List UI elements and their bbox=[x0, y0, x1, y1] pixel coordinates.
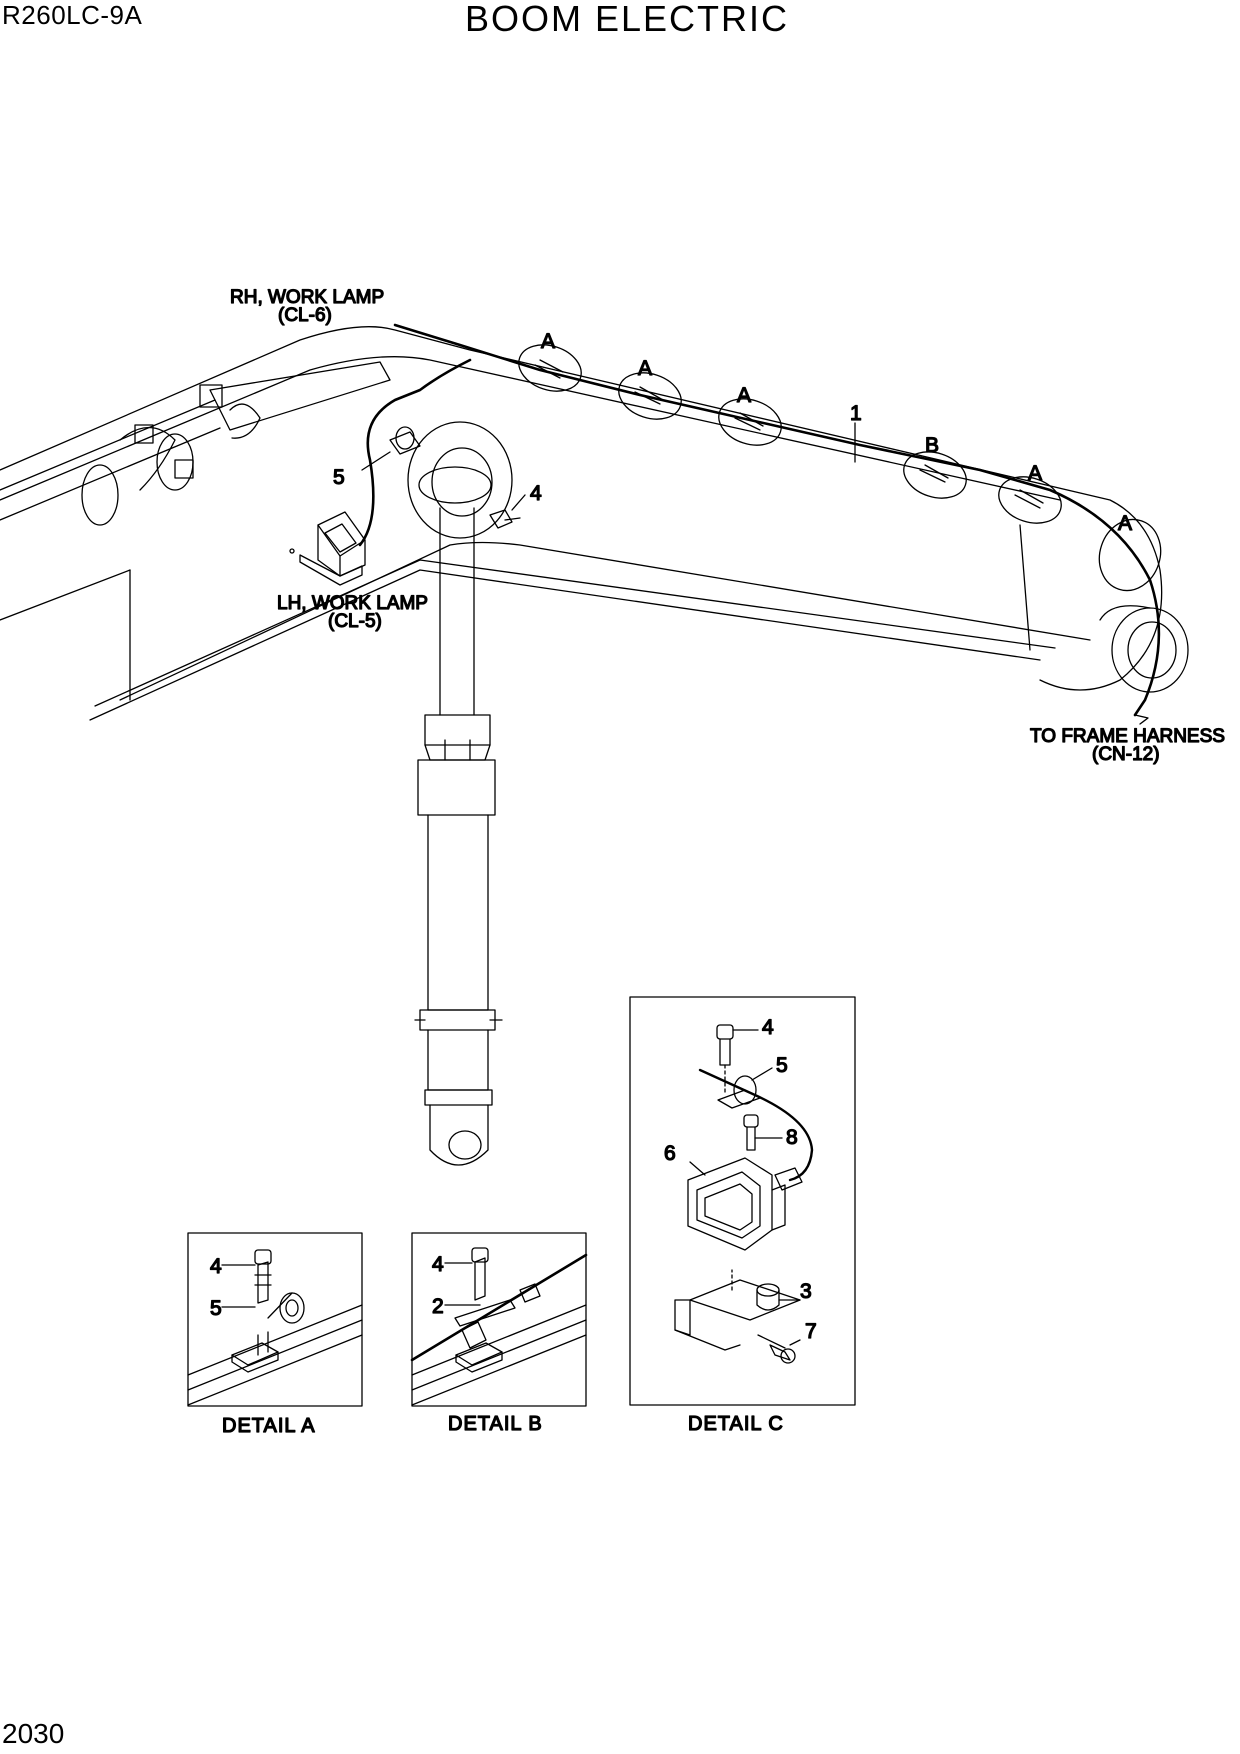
frame-harness-label: TO FRAME HARNESS bbox=[1030, 726, 1225, 747]
callout-a-5: A bbox=[1118, 512, 1132, 535]
lh-work-lamp-connector: (CL-5) bbox=[328, 611, 382, 632]
detail-c-callout-4: 4 bbox=[762, 1016, 774, 1039]
detail-c-callout-8: 8 bbox=[786, 1126, 798, 1149]
boom-cylinder bbox=[414, 466, 503, 1166]
detail-b-callout-2: 2 bbox=[432, 1295, 444, 1318]
callout-4: 4 bbox=[530, 482, 542, 505]
detail-a: 4 5 bbox=[187, 1232, 363, 1407]
lh-work-lamp bbox=[289, 511, 366, 586]
rh-work-lamp-label: RH, WORK LAMP bbox=[230, 287, 384, 308]
harness-wire bbox=[358, 323, 1161, 717]
detail-a-caption: DETAIL A bbox=[222, 1415, 316, 1437]
detail-c-callout-3: 3 bbox=[800, 1280, 812, 1303]
detail-c-callout-5: 5 bbox=[776, 1054, 788, 1077]
detail-c: 4 5 8 6 3 7 bbox=[629, 996, 856, 1406]
detail-a-callout-5: 5 bbox=[210, 1297, 222, 1320]
callout-a-4: A bbox=[1028, 462, 1042, 485]
detail-b-callout-4: 4 bbox=[432, 1253, 444, 1276]
clip-markers bbox=[518, 344, 1162, 592]
model-code: R260LC-9A bbox=[2, 0, 143, 30]
callout-5: 5 bbox=[333, 466, 345, 489]
callout-1: 1 bbox=[850, 402, 862, 425]
callout-a-3: A bbox=[737, 384, 751, 407]
boom-structure bbox=[0, 326, 1189, 721]
detail-b-caption: DETAIL B bbox=[448, 1413, 543, 1435]
frame-harness-connector: (CN-12) bbox=[1092, 744, 1160, 765]
page-number: 2030 bbox=[2, 1718, 65, 1749]
lh-work-lamp-label: LH, WORK LAMP bbox=[277, 593, 428, 614]
boom-clamp bbox=[389, 426, 521, 529]
rh-work-lamp-connector: (CL-6) bbox=[278, 305, 332, 326]
detail-c-caption: DETAIL C bbox=[688, 1413, 784, 1435]
page-title: BOOM ELECTRIC bbox=[465, 0, 790, 39]
callout-b: B bbox=[925, 434, 939, 457]
leader-lines bbox=[361, 422, 856, 511]
detail-b: 4 2 bbox=[410, 1232, 588, 1407]
detail-c-callout-7: 7 bbox=[805, 1320, 817, 1343]
callout-a-2: A bbox=[638, 357, 652, 380]
callout-a-1: A bbox=[541, 330, 555, 353]
detail-a-callout-4: 4 bbox=[210, 1255, 222, 1278]
detail-c-callout-6: 6 bbox=[664, 1142, 676, 1165]
